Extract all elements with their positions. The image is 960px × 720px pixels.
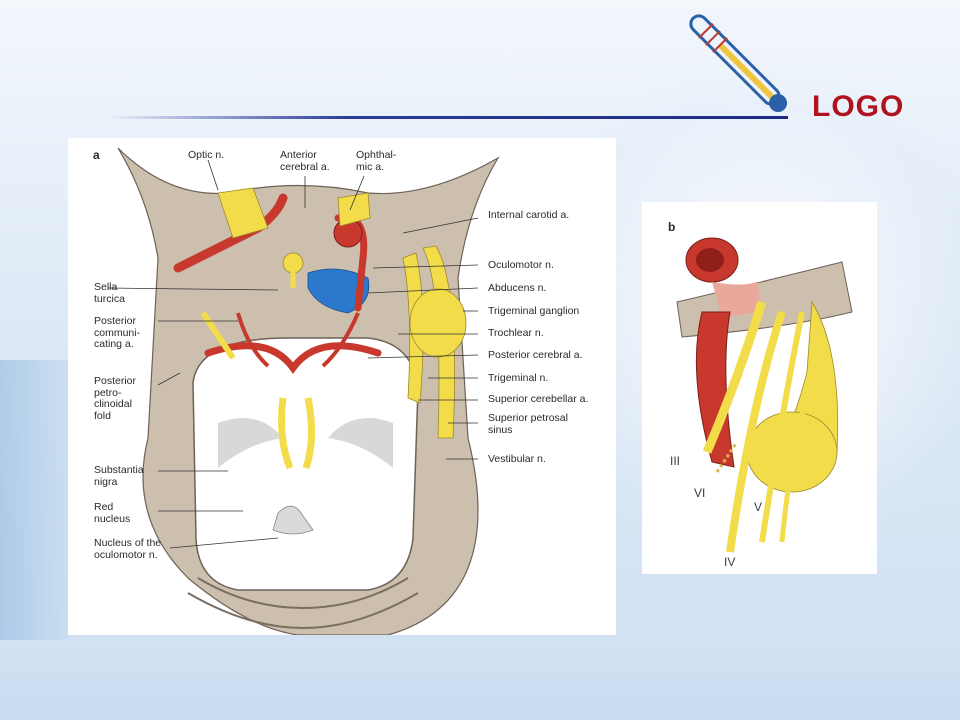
label-cranial-nerve-v: V [754,500,763,514]
label-cranial-nerve-vi: VI [694,486,706,500]
label-trigeminal-nerve: Trigeminal n. [488,372,549,384]
label-trochlear-nerve: Trochlear n. [488,327,544,339]
label-oculomotor-nucleus: Nucleus of the oculomotor n. [94,537,162,561]
label-trigeminal-ganglion: Trigeminal ganglion [488,305,580,317]
label-posterior-cerebral-artery: Posterior cerebral a. [488,349,583,361]
label-optic-nerve: Optic n. [188,149,225,161]
panel-label-a: a [93,148,100,162]
title-rule [108,116,788,119]
label-superior-petrosal-sinus: Superior petrosal sinus [488,412,568,436]
label-superior-cerebellar-artery: Superior cerebellar a. [488,393,589,405]
figure-a-illustration [107,147,500,635]
label-oculomotor-nerve: Oculomotor n. [488,259,554,271]
background-bottom [0,640,960,720]
background-band [0,360,70,640]
label-substantia-nigra: Substantia nigra [94,464,144,488]
logo: LOGO [812,90,905,123]
label-cranial-nerve-iv: IV [724,555,736,569]
label-internal-carotid-artery: Internal carotid a. [488,209,570,221]
figure-a: a Optic n. Anterior cerebral a. Ophthal-… [68,138,616,635]
label-abducens-nerve: Abducens n. [488,282,547,294]
label-anterior-cerebral-artery: Anterior cerebral a. [280,149,330,173]
label-red-nucleus: Red nucleus [94,501,131,525]
label-vestibular-nerve: Vestibular n. [488,453,546,465]
label-posterior-petroclinoidal-fold: Posterior petro- clinoidal fold [94,375,137,422]
label-ophthalmic-artery: Ophthal- mic a. [356,149,397,173]
figure-b-illustration [676,237,853,553]
label-posterior-communicating-artery: Posterior communi- cating a. [94,315,141,350]
panel-label-b: b [668,220,676,234]
thermometer-icon [689,14,788,113]
label-sella-turcica: Sella turcica [94,281,125,305]
figure-b: b III VI V IV [642,202,877,574]
label-cranial-nerve-iii: III [670,454,681,468]
